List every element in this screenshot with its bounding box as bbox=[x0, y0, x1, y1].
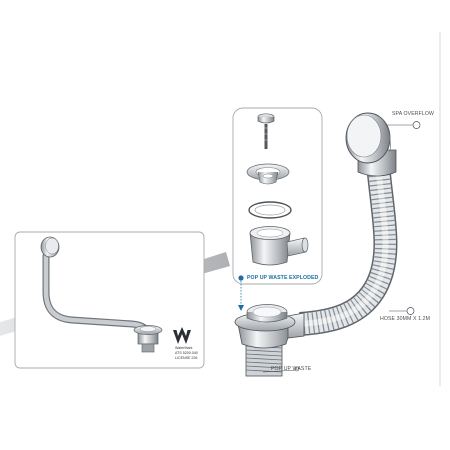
assembled-waste-thumbnail bbox=[40, 236, 163, 353]
label-hose: HOSE 30MM X 1.2M bbox=[380, 316, 431, 322]
exploded-leader-arrow bbox=[238, 305, 244, 311]
watermark-logo bbox=[173, 327, 191, 344]
callout-pop-up-waste bbox=[262, 366, 300, 373]
callout-hose bbox=[389, 307, 415, 315]
watermark-brand: WaterMark bbox=[175, 346, 193, 350]
label-pop-up-waste: POP UP WASTE bbox=[271, 366, 312, 372]
callout-spa-overflow bbox=[387, 121, 421, 129]
label-pop-up-waste-exploded: POP UP WASTE EXPLODED bbox=[247, 275, 319, 281]
spa-overflow-head bbox=[345, 112, 397, 177]
watermark-licence: LICENSE 226 bbox=[175, 356, 198, 361]
pop-up-waste bbox=[234, 304, 305, 377]
exploded-callout-dot bbox=[238, 275, 244, 281]
watermark-certification-text: WaterMark ATS 5200.040 LICENSE 226 bbox=[175, 346, 198, 362]
watermark-standard: ATS 5200.040 bbox=[175, 351, 198, 356]
exploded-parts bbox=[246, 113, 309, 266]
flexible-hose bbox=[299, 151, 398, 336]
label-spa-overflow: SPA OVERFLOW bbox=[392, 111, 435, 117]
